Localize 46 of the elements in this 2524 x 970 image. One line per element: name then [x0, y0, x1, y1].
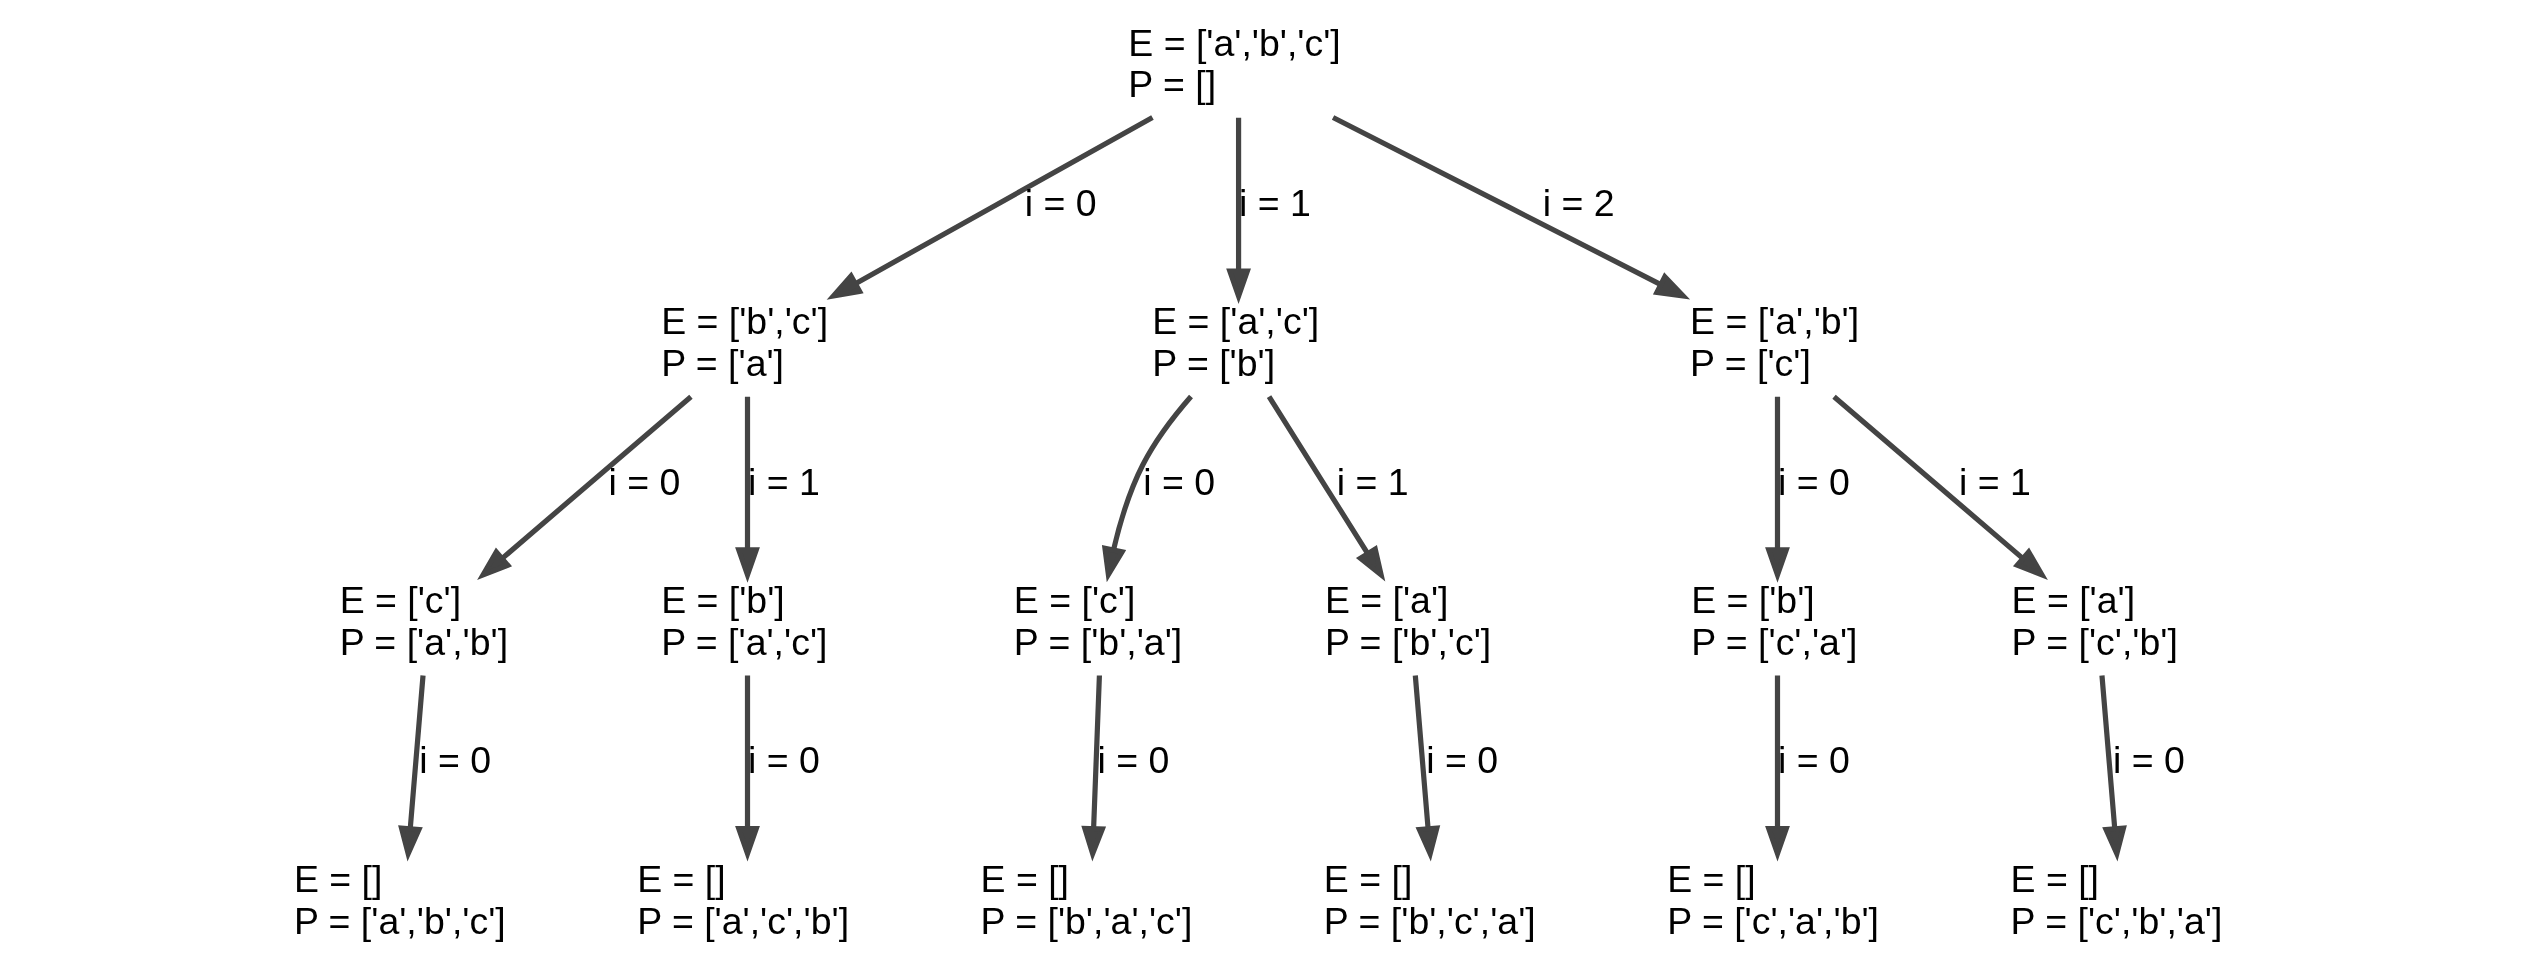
- node-text: E = ['a','b'] P = ['c']: [1689, 299, 1859, 384]
- arrow: [1266, 394, 1385, 581]
- arrow: [734, 675, 760, 862]
- node-text: E = ['a'] P = ['b','c']: [1324, 578, 1491, 663]
- arrow: [397, 674, 426, 861]
- node-text: E = ['a','c'] P = ['b']: [1151, 299, 1319, 384]
- node-text: E = [] P = ['a','b','c']: [293, 857, 506, 942]
- arrow: [1764, 675, 1790, 862]
- edge-label: i = 0: [1425, 738, 1498, 781]
- arrow: [1764, 396, 1790, 583]
- edge-label: i = 1: [747, 460, 820, 503]
- arrow: [734, 396, 760, 583]
- edge-label: i = 0: [418, 738, 491, 781]
- edge-label: i = 0: [2112, 738, 2185, 781]
- edge-label: i = 0: [1777, 738, 1850, 781]
- arrow: [2098, 674, 2127, 861]
- edge-label: i = 1: [1958, 460, 2031, 503]
- arrow: [1101, 394, 1193, 582]
- edge-label: i = 0: [608, 460, 680, 503]
- node-text: E = [] P = ['b','a','c']: [980, 857, 1192, 942]
- arrow: [1831, 394, 2048, 580]
- arrow: [1225, 117, 1251, 304]
- arrow: [476, 394, 693, 580]
- node-text: E = ['c'] P = ['a','b']: [339, 578, 508, 663]
- node-text: E = ['c'] P = ['b','a']: [1013, 578, 1182, 663]
- arrow: [1080, 674, 1106, 862]
- node-text: E = ['b','c'] P = ['a']: [660, 299, 828, 384]
- node-text: E = ['a','b','c'] P = []: [1127, 21, 1341, 105]
- arrow: [1331, 114, 1690, 299]
- edge-label: i = 0: [1097, 738, 1169, 781]
- node-text: E = [] P = ['a','c','b']: [636, 857, 849, 942]
- node-text: E = ['a'] P = ['c','b']: [2011, 578, 2178, 663]
- edge-label: i = 0: [1024, 181, 1097, 224]
- edge-label: i = 0: [1142, 460, 1215, 503]
- edge-label: i = 1: [1238, 181, 1311, 224]
- edge-label: i = 0: [747, 738, 820, 781]
- edge-label: i = 1: [1336, 460, 1409, 503]
- node-text: E = [] P = ['c','b','a']: [2010, 857, 2222, 942]
- edge-label: i = 0: [1777, 460, 1850, 503]
- node-text: E = [] P = ['b','c','a']: [1323, 857, 1536, 942]
- edge-label: i = 2: [1542, 181, 1615, 224]
- arrow: [1412, 674, 1440, 861]
- node-text: E = ['b'] P = ['c','a']: [1690, 578, 1857, 663]
- node-text: E = ['b'] P = ['a','c']: [660, 578, 827, 663]
- node-text: E = [] P = ['c','a','b']: [1666, 857, 1879, 942]
- arrow: [826, 114, 1154, 300]
